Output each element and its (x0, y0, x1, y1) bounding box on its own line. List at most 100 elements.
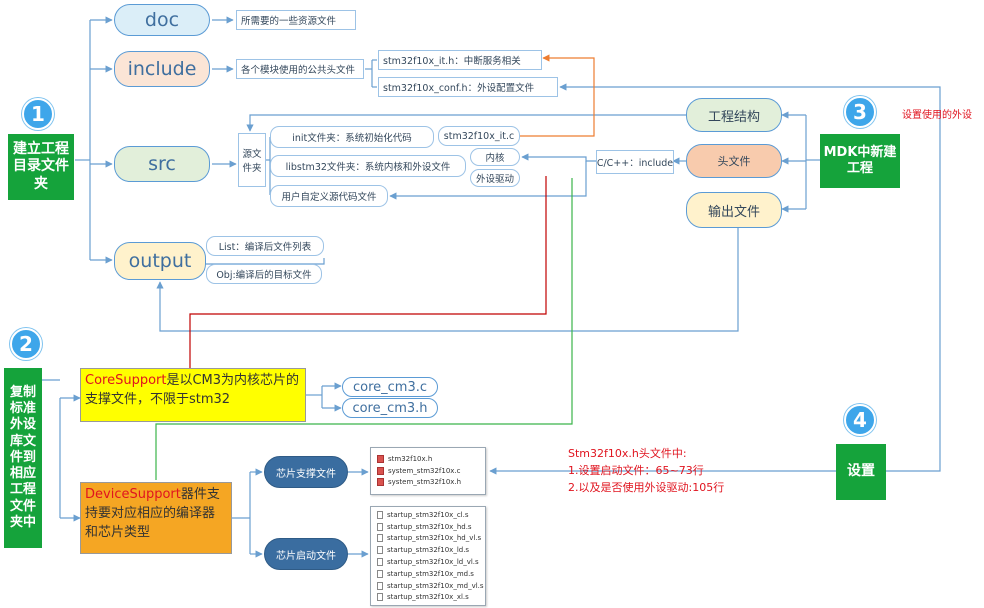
startup-file-row: startup_stm32f10x_hd_vl.s (371, 533, 485, 545)
startup-file-row: startup_stm32f10x_md.s (371, 568, 485, 580)
src-driver: 外设驱动 (470, 169, 520, 187)
support-file-name: system_stm32f10x.h (388, 478, 462, 487)
cpp-include: C/C++：include (596, 150, 674, 174)
core-cm3-c-text: core_cm3.c (352, 379, 428, 395)
step-1-box: 建立工程目录文件夹 (8, 134, 74, 200)
chip-support-text: 芯片支撑文件 (276, 468, 336, 480)
devicesupport-desc: 器件支持要对应相应的编译器和芯片类型 (85, 487, 220, 540)
step-4-title: 设置 (847, 463, 875, 480)
mdk-project-structure-text: 工程结构 (707, 109, 760, 125)
step-3-title: MDK中新建工程 (823, 144, 897, 176)
chip-startup-node: 芯片启动文件 (264, 538, 348, 570)
core-cm3-h: core_cm3.h (342, 398, 438, 418)
startup-file-list: startup_stm32f10x_cl.s startup_stm32f10x… (370, 506, 486, 606)
startup-file-name: startup_stm32f10x_cl.s (387, 510, 469, 519)
coresupport-box: CoreSupport是以CM3为内核芯片的支撑文件，不限于stm32 (80, 368, 306, 422)
settings-note-line: 1.设置启动文件：65~73行 (568, 464, 704, 477)
step-3-badge: 3 (844, 96, 876, 128)
folder-include-label: include (127, 58, 197, 80)
s-file-icon (377, 510, 383, 519)
devicesupport-name: DeviceSupport (85, 487, 181, 502)
c-file-icon (377, 466, 384, 475)
doc-description-text: 所需要的一些资源文件 (241, 16, 337, 27)
folder-output-label: output (128, 250, 192, 272)
src-row-init: init文件夹：系统初始化代码 (270, 126, 434, 148)
startup-file-name: startup_stm32f10x_md_vl.s (387, 581, 484, 590)
src-row-libstm32-text: libstm32文件夹：系统内核和外设文件 (285, 162, 451, 173)
src-core-text: 内核 (485, 153, 505, 164)
src-it-c: stm32f10x_it.c (438, 126, 520, 146)
folder-output: output (114, 242, 206, 280)
support-file-list: stm32f10x.h system_stm32f10x.c system_st… (370, 447, 486, 495)
s-file-icon (377, 593, 383, 602)
folder-doc: doc (114, 4, 210, 36)
support-file-row: system_stm32f10x.c (371, 465, 485, 477)
step-3-number: 3 (853, 100, 867, 124)
step-3-box: MDK中新建工程 (820, 134, 900, 188)
doc-description: 所需要的一些资源文件 (236, 10, 356, 30)
core-cm3-h-text: core_cm3.h (352, 400, 428, 416)
startup-file-row: startup_stm32f10x_xl.s (371, 592, 485, 604)
step-4-box: 设置 (836, 444, 886, 500)
include-file-conf-h: stm32f10x_conf.h：外设配置文件 (378, 77, 558, 97)
folder-src-label: src (148, 153, 176, 175)
src-row-user: 用户自定义源代码文件 (270, 185, 388, 207)
cpp-include-text: C/C++：include (596, 158, 674, 169)
mdk-header-files: 头文件 (686, 144, 782, 178)
src-core: 内核 (470, 148, 520, 166)
output-obj-text: Obj:编译后的目标文件 (216, 270, 312, 281)
s-file-icon (377, 546, 383, 555)
src-row-libstm32: libstm32文件夹：系统内核和外设文件 (270, 155, 466, 177)
s-file-icon (377, 522, 383, 531)
include-file-it-h: stm32f10x_it.h：中断服务相关 (378, 50, 542, 70)
startup-file-row: startup_stm32f10x_ld_vl.s (371, 556, 485, 568)
h-file-icon (377, 454, 384, 463)
folder-src: src (114, 146, 210, 182)
step-1-badge: 1 (22, 98, 54, 130)
coresupport-name: CoreSupport (85, 373, 167, 388)
support-file-name: system_stm32f10x.c (388, 466, 461, 475)
settings-note-line: 2.以及是否使用外设驱动:105行 (568, 481, 725, 494)
settings-note-line: Stm32f10x.h头文件中: (568, 447, 687, 460)
set-peripheral-text: 设置使用的外设 (902, 110, 972, 121)
include-file-it-h-text: stm32f10x_it.h：中断服务相关 (383, 56, 521, 67)
mdk-header-files-text: 头文件 (717, 155, 751, 168)
include-description-text: 各个模块使用的公共头文件 (241, 65, 356, 76)
support-file-row: stm32f10x.h (371, 453, 485, 465)
src-row-init-text: init文件夹：系统初始化代码 (292, 133, 412, 144)
step-2-badge: 2 (10, 328, 42, 360)
include-description: 各个模块使用的公共头文件 (236, 59, 364, 79)
step-1-title: 建立工程目录文件夹 (13, 140, 69, 192)
mdk-output-files-text: 输出文件 (707, 204, 760, 220)
settings-note: Stm32f10x.h头文件中: 1.设置启动文件：65~73行 2.以及是否使… (568, 445, 724, 496)
mdk-project-structure: 工程结构 (686, 98, 782, 132)
step-4-number: 4 (853, 408, 867, 432)
startup-file-name: startup_stm32f10x_md.s (387, 569, 474, 578)
support-file-row: system_stm32f10x.h (371, 477, 485, 489)
core-cm3-c: core_cm3.c (342, 377, 438, 397)
s-file-icon (377, 581, 383, 590)
mdk-output-files: 输出文件 (686, 192, 782, 228)
startup-file-row: startup_stm32f10x_md_vl.s (371, 580, 485, 592)
src-header-text: 源文件夹 (242, 149, 262, 174)
chip-support-node: 芯片支撑文件 (264, 456, 348, 488)
step-2-number: 2 (19, 332, 33, 356)
devicesupport-box: DeviceSupport器件支持要对应相应的编译器和芯片类型 (80, 482, 232, 554)
output-list: List：编译后文件列表 (206, 236, 324, 256)
output-list-text: List：编译后文件列表 (218, 242, 312, 253)
startup-file-name: startup_stm32f10x_hd.s (387, 522, 472, 531)
startup-file-name: startup_stm32f10x_xl.s (387, 593, 469, 602)
h-file-icon (377, 478, 384, 487)
step-2-title: 复制标准外设库文件到相应工程文件夹中 (9, 384, 36, 530)
include-file-conf-h-text: stm32f10x_conf.h：外设配置文件 (383, 83, 535, 94)
src-driver-text: 外设驱动 (475, 174, 514, 185)
startup-file-row: startup_stm32f10x_hd.s (371, 521, 485, 533)
step-1-number: 1 (31, 102, 45, 126)
step-2-box: 复制标准外设库文件到相应工程文件夹中 (4, 368, 42, 548)
s-file-icon (377, 534, 383, 543)
startup-file-name: startup_stm32f10x_ld.s (387, 546, 470, 555)
output-obj: Obj:编译后的目标文件 (206, 264, 322, 284)
folder-include: include (114, 51, 210, 87)
folder-doc-label: doc (144, 9, 180, 31)
startup-file-name: startup_stm32f10x_ld_vl.s (387, 558, 479, 567)
